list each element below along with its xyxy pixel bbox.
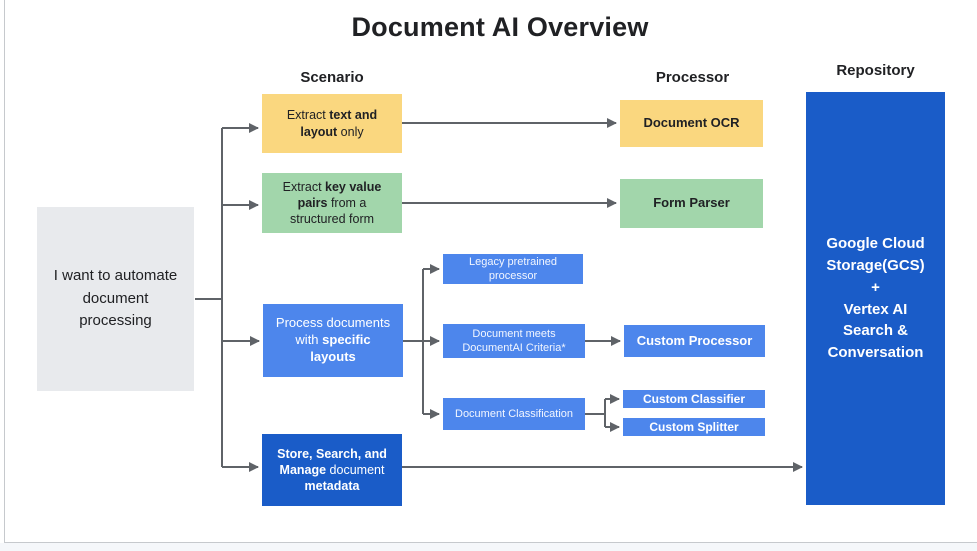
processor-custom-processor-label: Custom Processor — [636, 332, 753, 348]
scenario-store-box: Store, Search, and Manage document metad… — [262, 434, 402, 506]
canvas-bottom-border — [4, 542, 977, 543]
repository-box: Google Cloud Storage(GCS) + Vertex AI Se… — [806, 92, 945, 505]
column-header-repository: Repository — [836, 62, 915, 79]
processor-form-parser-label: Form Parser — [653, 195, 730, 211]
repository-label: Google Cloud Storage(GCS) + Vertex AI Se… — [826, 235, 925, 361]
processor-custom-splitter-box: Custom Splitter — [623, 418, 765, 436]
scenario-process-docs-box: Process documents with specific layouts — [263, 304, 403, 377]
processor-document-ocr-label: Document OCR — [643, 115, 740, 131]
scenario-extract-text-box: Extract text and layout only — [262, 94, 402, 153]
scenario-process-docs-label: Process documents with specific layouts — [275, 315, 391, 364]
column-header-scenario: Scenario — [300, 69, 364, 86]
decision-classification-label: Document Classification — [455, 407, 573, 420]
processor-custom-classifier-box: Custom Classifier — [623, 390, 765, 408]
scenario-extract-kv-label: Extract key value pairs from a structure… — [282, 179, 382, 227]
processor-document-ocr-box: Document OCR — [620, 100, 763, 147]
scenario-extract-kv-box: Extract key value pairs from a structure… — [262, 173, 402, 233]
decision-legacy-box: Legacy pretrained processor — [443, 254, 583, 284]
diagram-title: Document AI Overview — [351, 12, 649, 42]
scenario-store-label: Store, Search, and Manage document metad… — [277, 446, 387, 494]
column-header-processor: Processor — [655, 69, 730, 86]
decision-criteria-box: Document meets DocumentAI Criteria* — [443, 324, 585, 358]
scenario-extract-text-label: Extract text and layout only — [286, 108, 378, 139]
processor-custom-processor-box: Custom Processor — [624, 325, 765, 357]
decision-criteria-label: Document meets DocumentAI Criteria* — [462, 327, 566, 354]
processor-form-parser-box: Form Parser — [620, 179, 763, 228]
decision-legacy-label: Legacy pretrained processor — [468, 255, 558, 282]
start-box: I want to automate document processing — [37, 207, 194, 391]
decision-classification-box: Document Classification — [443, 398, 585, 430]
processor-custom-splitter-label: Custom Splitter — [649, 420, 739, 434]
page-background-strip — [0, 543, 977, 551]
processor-custom-classifier-label: Custom Classifier — [642, 392, 746, 406]
start-box-label: I want to automate document processing — [53, 267, 178, 330]
canvas-left-border — [4, 0, 5, 543]
